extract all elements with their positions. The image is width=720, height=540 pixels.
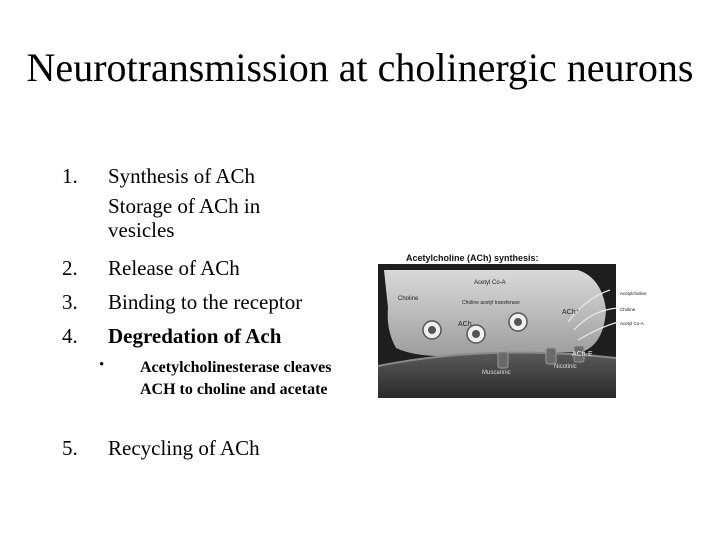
sub-bullet-marker: • [99,357,105,373]
item-4-number: 4. [62,324,78,348]
release-arrow-shapes [567,289,619,341]
ach-e-label: ACh-E [572,351,593,358]
enzyme-label: Choline acetyl transferase [462,300,520,306]
item-2-text: Release of ACh [108,256,240,280]
vesicle-shapes [422,312,528,344]
ach-label: ACh [458,321,472,328]
item-1-text: Synthesis of ACh [108,164,256,188]
item-1-number: 1. [62,164,78,188]
ach-plus-label: ACh⁺ [562,308,580,316]
item-storage-text: Storage of ACh in vesicles [108,194,261,242]
muscarinic-label: Muscarinic [482,370,511,376]
receptor-shapes [497,345,585,369]
slide-title: Neurotransmission at cholinergic neurons [26,45,694,90]
figure-title: Acetylcholine (ACh) synthesis: [406,253,539,263]
item-3-text: Binding to the receptor [108,290,303,314]
sub-bullet-text: Acetylcholinesterase cleaves ACH to chol… [140,359,332,398]
ach-synthesis-figure: Acetylcholine (ACh) synthesis: Acetyl Co… [378,248,684,398]
item-4-text: Degredation of Ach [108,324,282,348]
item-5-number: 5. [62,436,78,460]
item-5-text: Recycling of ACh [108,436,260,460]
postsynaptic-membrane-shape [378,352,616,398]
item-2-number: 2. [62,256,78,280]
item-3-number: 3. [62,290,78,314]
nicotinic-label: Nicotinic [554,364,577,370]
side-acetyl-coa-label: Acetyl Co-A [620,321,644,326]
choline-label: Choline [398,296,419,302]
side-choline-label: Choline [620,307,636,312]
acetyl-coa-label: Acetyl Co-A [474,280,506,286]
side-acetylcholine-label: Acetylcholine [620,291,647,296]
